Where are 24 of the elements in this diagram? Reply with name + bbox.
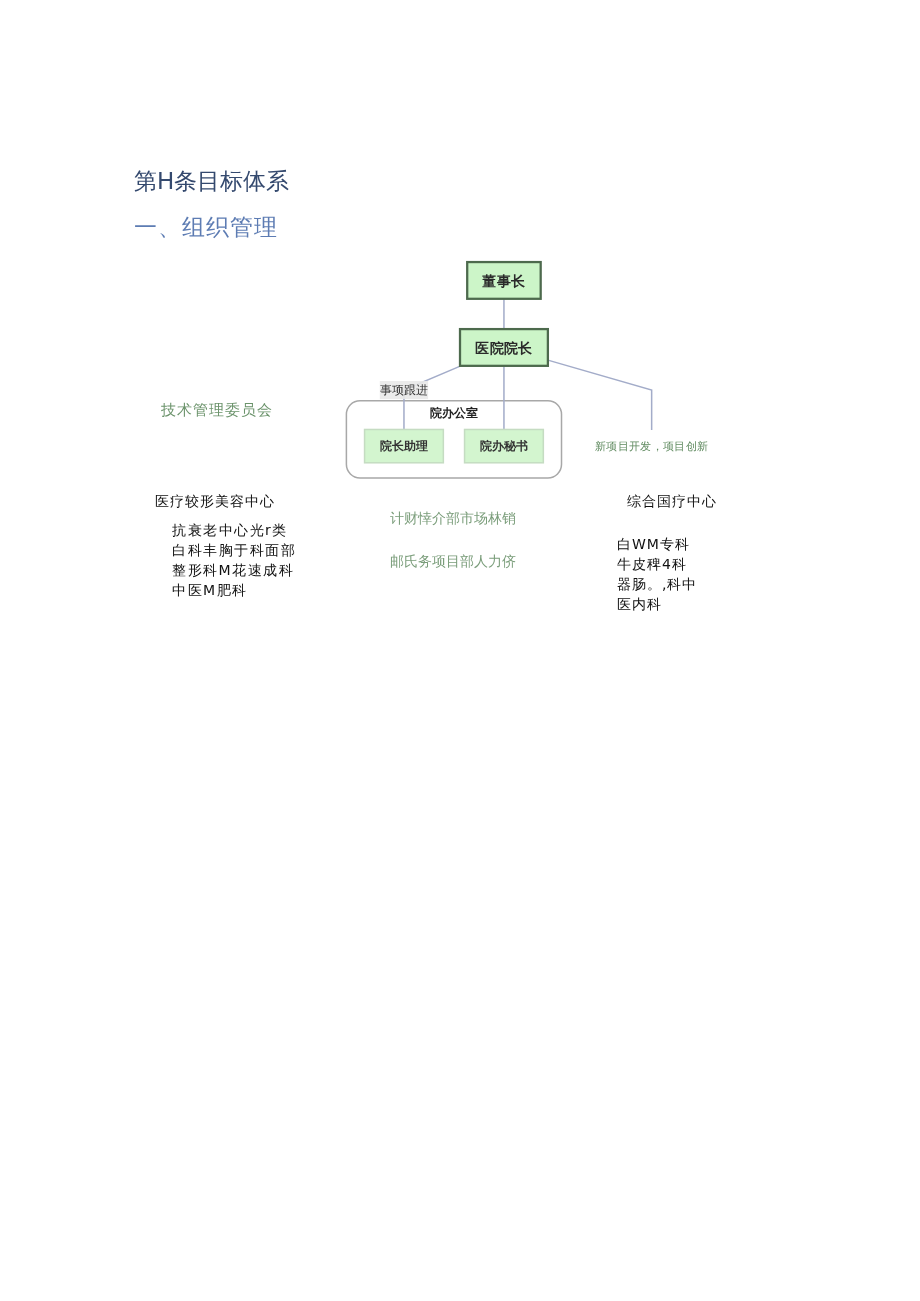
edge-label: 事项跟进 xyxy=(379,382,429,397)
center-name: 综合国疗中心 xyxy=(627,493,717,511)
department-list-line: 计财悻介部市场林销 xyxy=(390,510,516,528)
branch-note: 新项目开发，项目创新 xyxy=(594,439,709,453)
position-box: 院办秘书 xyxy=(463,428,545,464)
department-list-line: 白WM专科 xyxy=(617,536,690,554)
department-list-line: 医内科 xyxy=(617,596,662,614)
department-list-line: 抗衰老中心光r类 xyxy=(172,522,288,540)
section-heading: 一、组织管理 xyxy=(134,213,278,242)
position-box: 院长助理 xyxy=(363,428,445,464)
position-box: 董事长 xyxy=(466,260,542,300)
connector-line xyxy=(503,298,505,330)
department-list-line: 邮氏务项目部人力侪 xyxy=(390,553,516,571)
committee-name: 技术管理委员会 xyxy=(161,401,273,420)
center-name: 医疗较形美容中心 xyxy=(155,493,275,511)
department-list-line: 整形科M花速成科 xyxy=(172,562,295,580)
position-box: 医院院长 xyxy=(458,327,549,367)
connector-line xyxy=(503,365,505,431)
department-list-line: 白科丰胸于科面部 xyxy=(172,542,296,560)
department-list-line: 牛皮稗4科 xyxy=(617,556,687,574)
department-list-line: 器肠。,科中 xyxy=(617,576,698,594)
page-title: 第H条目标体系 xyxy=(134,167,290,196)
connector-line xyxy=(547,359,653,431)
department-list-line: 中医M肥科 xyxy=(172,582,248,600)
